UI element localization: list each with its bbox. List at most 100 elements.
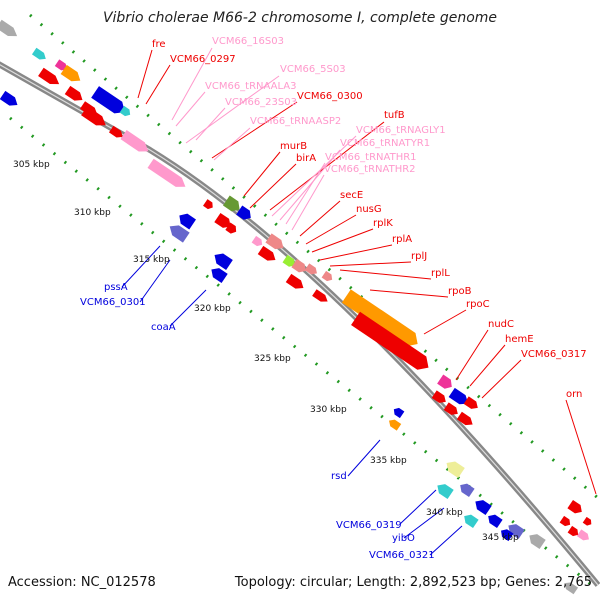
gene-label: VCM66_tRNAASP2 [250,116,341,127]
gene-label: tufB [384,110,405,121]
gene-feature [80,101,98,116]
gene-feature [564,582,579,595]
gene-feature [236,205,251,220]
leader-line [347,439,381,477]
leader-line [175,91,206,127]
leader-line [481,359,522,399]
tick-label: 315 kbp [133,255,170,265]
tick-label: 340 kbp [426,508,463,518]
gene-label: VCM66_0319 [336,520,402,531]
gene-feature [559,515,571,527]
gene-feature [265,233,284,250]
gene-label: nudC [488,319,514,330]
leader-line [269,121,385,211]
leader-line [279,149,341,221]
leader-line [299,200,341,237]
gene-label: VCM66_0297 [170,54,236,65]
gene-label: rsd [331,471,347,482]
gene-feature [456,411,473,426]
leader-line [403,507,445,539]
gene-feature [508,524,525,540]
gene-label: rplL [431,268,450,279]
gene-label: VCM66_tRNATHR1 [325,152,417,163]
gene-feature [460,483,475,498]
leader-line [137,49,153,99]
tick-label: 320 kbp [194,304,231,314]
tick-label: 330 kbp [310,405,347,415]
gene-labels-top: fre VCM66_0297 VCM66_16S03 VCM66_5S03 VC… [152,36,587,400]
leader-line [319,244,393,261]
gene-label: VCM66_tRNATHR2 [324,164,416,175]
gene-feature [312,289,328,302]
leader-line [565,399,597,495]
topology-text: Topology: circular; Length: 2,892,523 bp… [234,575,592,590]
gene-feature [285,273,304,289]
gene-label: secE [340,190,363,201]
gene-label: birA [296,153,316,164]
leader-line [243,151,281,197]
gene-feature [446,461,465,479]
gene-label: VCM66_5S03 [280,64,346,75]
gene-feature [463,396,478,409]
map-title: Vibrio cholerae M66-2 chromosome I, comp… [103,10,497,26]
gene-feature [108,125,123,138]
gene-feature [488,514,503,529]
leader-line [469,344,506,387]
gene-label: rpoB [448,286,472,297]
gene-label: murB [280,141,307,152]
tick-label: 310 kbp [74,208,111,218]
leader-line [369,289,449,298]
gene-label: nusG [356,204,382,215]
tick-labels: 305 kbp 310 kbp 315 kbp 320 kbp 325 kbp … [13,160,519,543]
gene-label: VCM66_0317 [521,349,587,360]
gene-label: orn [566,389,582,400]
gene-feature [448,387,469,405]
leader-line [423,309,467,335]
gene-feature [304,263,317,275]
gene-feature [351,311,429,370]
gene-feature [431,390,446,403]
gene-feature [64,85,83,101]
leader-line [339,269,432,280]
gene-feature [582,516,592,526]
gene-feature [211,268,228,284]
gene-feature [321,270,333,282]
gene-feature [147,158,186,187]
gene-feature [31,47,46,60]
leader-line [145,64,171,105]
gene-label: coaA [151,322,176,333]
gene-label: VCM66_0300 [297,91,363,102]
gene-labels-bottom: pssA VCM66_0301 coaA rsd VCM66_0319 yibO… [80,282,435,561]
leader-line [271,135,357,217]
gene-feature [169,225,190,243]
gene-feature [475,500,492,516]
leader-line [399,489,437,525]
gene-label: VCM66_0301 [80,297,146,308]
accession-text: Accession: NC_012578 [8,575,156,590]
gene-feature [567,525,579,537]
leader-line [169,289,207,327]
leader-line [285,162,326,225]
leader-line [185,75,280,144]
tick-label: 345 kbp [482,533,519,543]
tick-track-inner [9,116,599,592]
gene-feature [443,402,458,415]
gene-feature [225,222,237,234]
leader-line [171,47,213,121]
gene-feature [389,419,402,431]
gene-label: fre [152,39,166,50]
tick-label: 325 kbp [254,354,291,364]
gene-label: VCM66_tRNAGLY1 [356,125,446,136]
gene-label: hemE [505,334,534,345]
gene-feature [60,64,81,82]
gene-feature [501,529,514,542]
gene-feature [203,199,213,210]
gene-label: yibO [392,533,415,544]
leader-line [429,525,463,556]
gene-feature [576,529,589,541]
gene-feature [437,484,454,500]
gene-feature [179,213,196,230]
gene-feature [91,86,125,114]
gene-label: rplK [373,218,393,229]
